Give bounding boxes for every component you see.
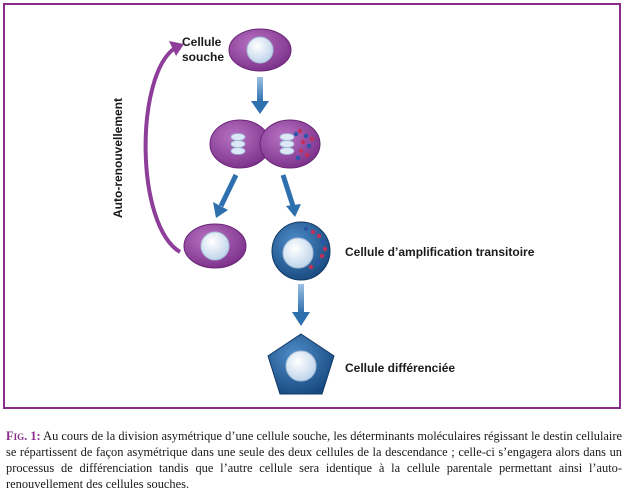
cell-division-diagram: Cellule souche	[111, 28, 535, 395]
transit-amplifying-cell	[271, 221, 331, 281]
arrow-down-1	[251, 77, 269, 114]
self-renewed-cell	[183, 223, 247, 269]
stem-cell-label-line1: Cellule	[182, 35, 222, 49]
arrow-down-2	[292, 284, 310, 326]
stem-cell-label-line2: souche	[182, 50, 224, 64]
caption-text: Au cours de la division asymétrique d’un…	[6, 429, 622, 491]
arrow-to-left-daughter	[213, 173, 239, 218]
self-renewal-label: Auto-renouvellement	[111, 98, 125, 218]
self-renewal-arrow	[143, 41, 184, 254]
differentiated-cell-label: Cellule différenciée	[345, 361, 455, 375]
stem-cell	[228, 28, 292, 72]
determinants-dividing	[293, 128, 315, 161]
figure-number: Fig. 1:	[6, 429, 41, 443]
figure-caption: Fig. 1: Au cours de la division asymétri…	[6, 428, 622, 492]
transit-cell-label: Cellule d’amplification transitoire	[345, 245, 535, 259]
dividing-cell	[209, 119, 321, 169]
determinants-transit	[303, 226, 328, 270]
differentiated-cell	[267, 333, 335, 395]
arrow-to-right-daughter	[280, 174, 301, 217]
